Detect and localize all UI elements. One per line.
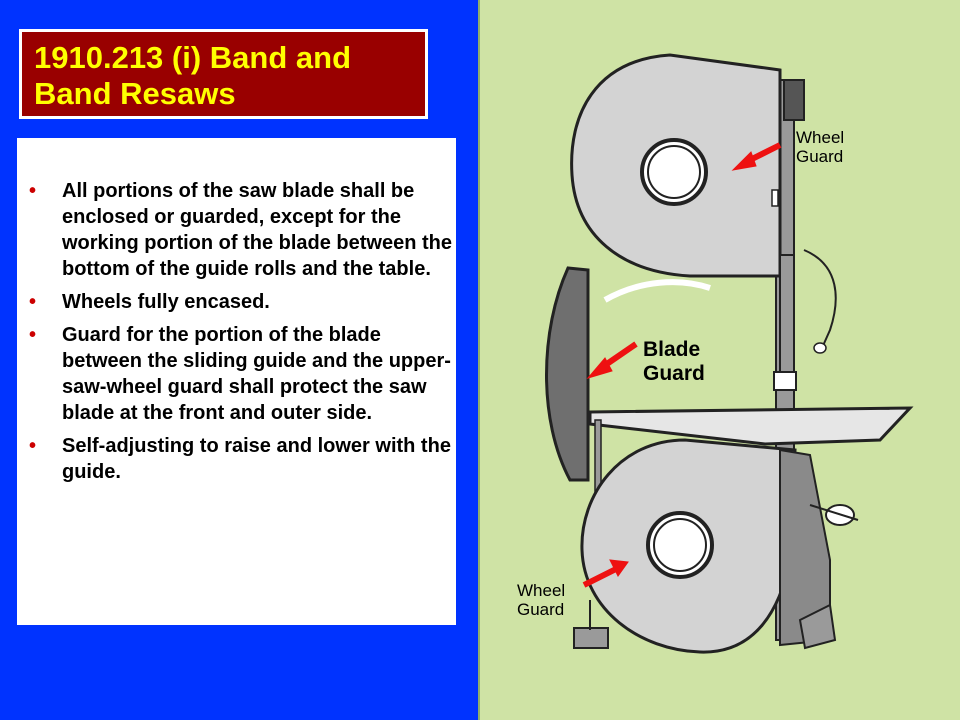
upper-wheel-hub	[640, 138, 708, 206]
bullet-item: • Wheels fully encased.	[17, 289, 456, 315]
illustration-panel: Wheel Guard Blade Guard Wheel Guard	[478, 0, 960, 720]
slide-title: 1910.213 (i) Band and Band Resaws	[34, 40, 424, 112]
bullet-text: Guard for the portion of the blade betwe…	[62, 324, 451, 424]
bullet-icon: •	[29, 180, 37, 202]
saw-base	[779, 448, 831, 647]
bullet-icon: •	[29, 435, 37, 457]
blade-guard-shape	[545, 266, 590, 482]
lower-wheel-hub	[646, 511, 714, 579]
front-foot	[573, 627, 609, 649]
title-line-2: Band Resaws	[34, 76, 236, 111]
bullet-icon: •	[29, 324, 37, 346]
upper-wheel-guard-label: Wheel Guard	[796, 128, 845, 166]
bullet-icon: •	[29, 291, 37, 313]
bullet-item: • Self-adjusting to raise and lower with…	[17, 433, 456, 485]
arrow-blade-guard	[586, 341, 638, 379]
content-box: • All portions of the saw blade shall be…	[17, 138, 456, 625]
saw-table	[588, 406, 914, 446]
title-line-1: 1910.213 (i) Band and	[34, 40, 352, 75]
power-cord	[803, 249, 837, 349]
bullet-item: • Guard for the portion of the blade bet…	[17, 322, 456, 426]
left-panel: 1910.213 (i) Band and Band Resaws • All …	[0, 0, 478, 720]
blade-guard-label: Blade Guard	[643, 338, 705, 385]
lower-wheel-guard-label: Wheel Guard	[517, 581, 566, 619]
arrow-lower-wheel-guard	[582, 559, 629, 588]
bullet-item: • All portions of the saw blade shall be…	[17, 178, 456, 282]
column-top-cap	[783, 79, 805, 121]
guide-post	[779, 254, 795, 381]
guide-block	[773, 371, 797, 391]
band-saw-illustration	[545, 53, 914, 654]
bullet-list: • All portions of the saw blade shall be…	[17, 178, 456, 492]
bullet-text: Self-adjusting to raise and lower with t…	[62, 435, 451, 483]
arrow-upper-wheel-guard	[731, 142, 782, 171]
bullet-text: All portions of the saw blade shall be e…	[62, 180, 453, 280]
title-box: 1910.213 (i) Band and Band Resaws	[19, 29, 428, 119]
bullet-text: Wheels fully encased.	[62, 291, 270, 313]
